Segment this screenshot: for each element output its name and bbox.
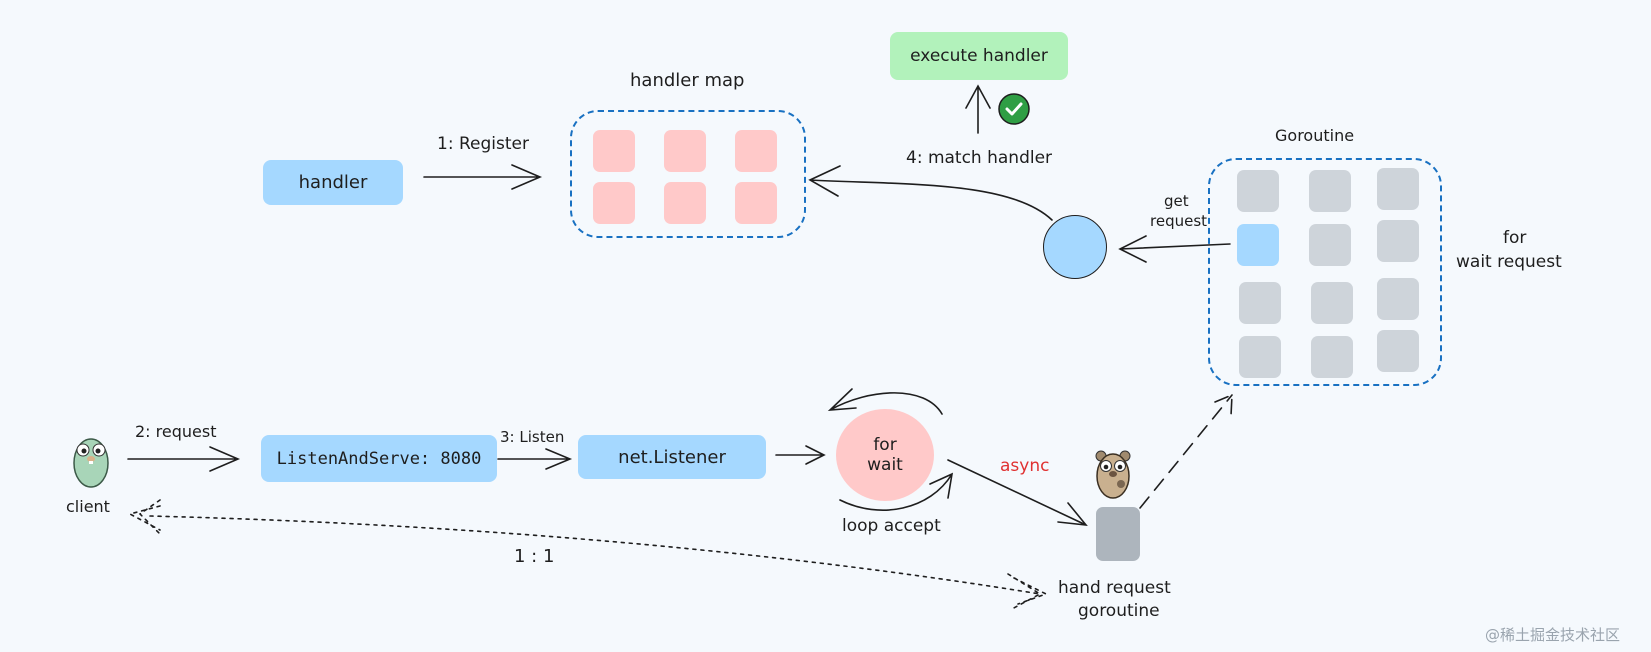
listen-and-serve-label: ListenAndServe: 8080 bbox=[276, 448, 482, 469]
goroutine-slot bbox=[1309, 170, 1351, 212]
goroutine-slot bbox=[1377, 330, 1419, 372]
hand-request-label-1: hand request bbox=[1058, 578, 1171, 598]
handler-map-title: handler map bbox=[630, 70, 745, 91]
goroutine-slot bbox=[1377, 220, 1419, 262]
request-circle bbox=[1043, 215, 1107, 279]
loop-bottom-arrow bbox=[839, 472, 954, 511]
for-wait-request-label-2: wait request bbox=[1456, 252, 1562, 272]
execute-handler-label: execute handler bbox=[910, 46, 1048, 66]
handler-map-slot bbox=[593, 130, 635, 172]
handler-map-container bbox=[570, 110, 806, 238]
hand-request-label-2: goroutine bbox=[1078, 601, 1160, 621]
execute-arrow bbox=[965, 84, 991, 134]
accept-arrow bbox=[775, 445, 826, 465]
gopher-icon bbox=[1093, 448, 1133, 500]
net-listener-box: net.Listener bbox=[578, 435, 766, 479]
listen-arrow bbox=[497, 448, 573, 470]
check-icon bbox=[997, 92, 1031, 126]
for-wait-circle: for wait bbox=[836, 409, 934, 501]
request-label: 2: request bbox=[135, 422, 217, 441]
async-label: async bbox=[1000, 456, 1050, 476]
goroutine-title: Goroutine bbox=[1275, 126, 1355, 145]
execute-handler-box: execute handler bbox=[890, 32, 1068, 80]
for-wait-request-label-1: for bbox=[1503, 228, 1527, 248]
handler-label: handler bbox=[298, 172, 368, 193]
one-to-one-head-left bbox=[127, 499, 163, 537]
register-label: 1: Register bbox=[437, 134, 529, 154]
match-arrow bbox=[808, 165, 1053, 221]
goroutine-slot bbox=[1311, 336, 1353, 378]
handler-box: handler bbox=[263, 160, 403, 205]
goroutine-slot bbox=[1309, 224, 1351, 266]
handler-map-slot bbox=[664, 182, 706, 224]
for-wait-label-2: wait bbox=[867, 455, 903, 475]
listen-and-serve-box: ListenAndServe: 8080 bbox=[261, 435, 497, 482]
pool-arrow bbox=[1139, 393, 1233, 509]
gopher-icon bbox=[70, 430, 112, 490]
listen-label: 3: Listen bbox=[500, 428, 565, 446]
get-request-arrow bbox=[1118, 235, 1231, 263]
one-to-one-head-right bbox=[1007, 573, 1049, 611]
goroutine-slot bbox=[1311, 282, 1353, 324]
goroutine-slot bbox=[1377, 168, 1419, 210]
goroutine-slot bbox=[1237, 170, 1279, 212]
goroutine-slot-active bbox=[1237, 224, 1279, 266]
net-listener-label: net.Listener bbox=[618, 446, 726, 468]
watermark: @稀土掘金技术社区 bbox=[1485, 626, 1621, 644]
handler-map-slot bbox=[735, 182, 777, 224]
client-label: client bbox=[66, 497, 110, 516]
request-arrow bbox=[127, 446, 241, 472]
goroutine-slot bbox=[1239, 336, 1281, 378]
handler-map-slot bbox=[593, 182, 635, 224]
loop-top-arrow bbox=[827, 388, 943, 415]
register-arrow bbox=[423, 164, 543, 190]
get-request-label-2: request bbox=[1150, 212, 1208, 230]
goroutine-slot bbox=[1377, 278, 1419, 320]
goroutine-pool-container bbox=[1208, 158, 1442, 386]
match-handler-label: 4: match handler bbox=[906, 148, 1053, 168]
ratio-label: 1 : 1 bbox=[514, 546, 555, 567]
loop-accept-label: loop accept bbox=[842, 516, 941, 536]
handler-map-slot bbox=[664, 130, 706, 172]
one-to-one-arrow bbox=[149, 515, 1041, 595]
goroutine-slot bbox=[1239, 282, 1281, 324]
async-arrow bbox=[947, 459, 1088, 527]
hand-request-goroutine-box bbox=[1096, 507, 1140, 561]
for-wait-label-1: for bbox=[873, 435, 897, 455]
get-request-label-1: get bbox=[1164, 192, 1189, 210]
handler-map-slot bbox=[735, 130, 777, 172]
